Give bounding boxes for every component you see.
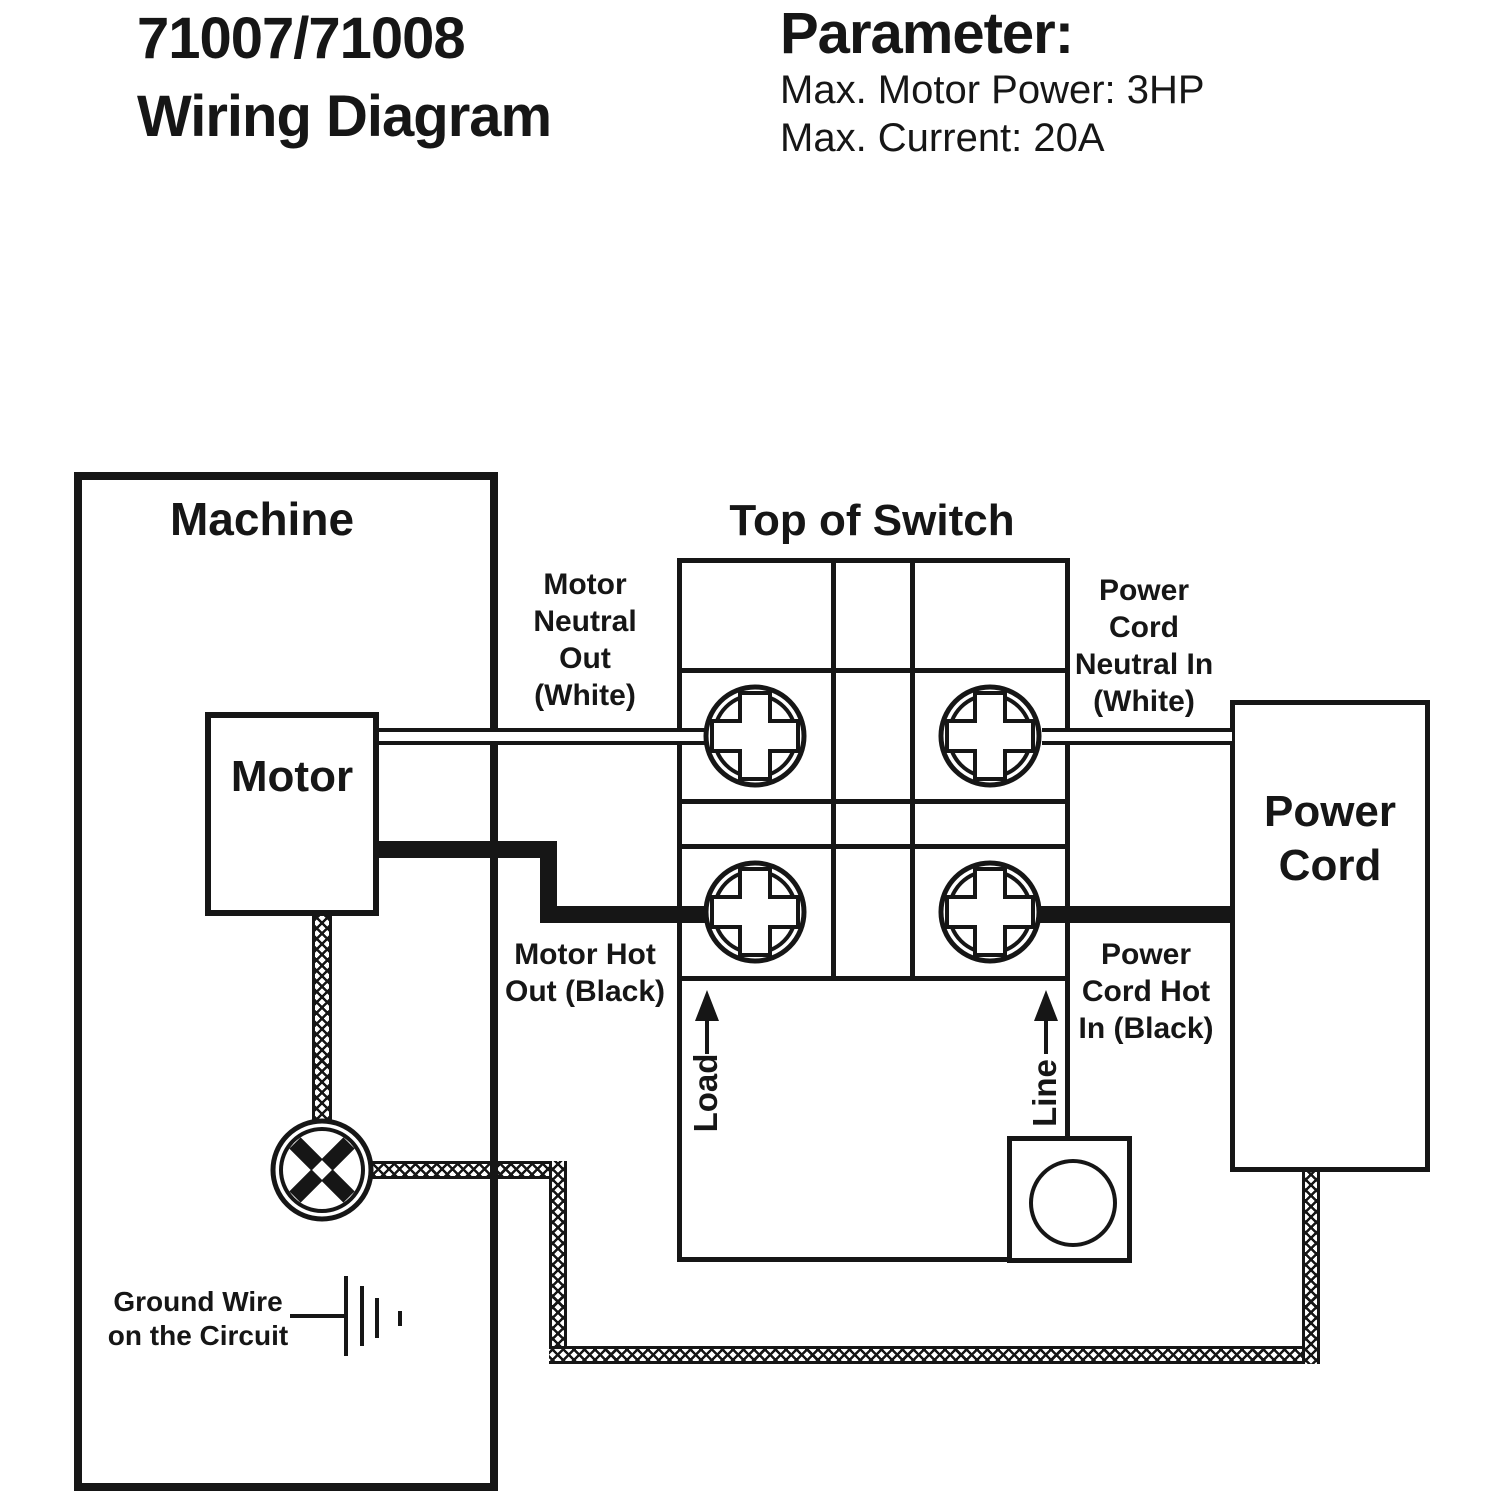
machine-box — [74, 472, 498, 1491]
power-cord-hot-in-label: Power Cord Hot In (Black) — [1078, 938, 1214, 1045]
ground-connection-icon — [270, 1118, 374, 1222]
load-arrow-icon — [695, 990, 719, 1021]
motor-neutral-wire — [379, 728, 705, 745]
motor-neutral-out-label: Motor Neutral Out (White) — [533, 568, 637, 712]
line-arrow-icon — [1034, 990, 1058, 1021]
braided-wire-ground-horizontal — [370, 1161, 567, 1179]
ground-wire-label-line1: Ground Wire — [113, 1286, 283, 1317]
switch-divider-row4 — [677, 976, 1070, 981]
motor-hot-out-label: Motor Hot Out (Black) — [504, 938, 666, 1008]
parameter-max-current: Max. Current: 20A — [780, 116, 1105, 160]
power-cord-neutral-in-label: Power Cord Neutral In (White) — [1074, 574, 1214, 718]
load-arrow-shaft — [705, 1016, 709, 1054]
braided-wire-ground-down — [549, 1161, 567, 1364]
braided-wire-to-power-cord — [1302, 1171, 1320, 1364]
terminal-screw-top-left-icon — [703, 684, 807, 788]
line-arrow-shaft — [1044, 1016, 1048, 1054]
power-cord-label-line2: Cord — [1278, 841, 1382, 890]
power-cord-label-line1: Power — [1263, 787, 1397, 836]
motor-hot-wire-segment-1 — [379, 841, 557, 858]
terminal-screw-bottom-right-icon — [938, 860, 1042, 964]
terminal-screw-bottom-left-icon — [703, 860, 807, 964]
motor-hot-wire-segment-3 — [540, 906, 707, 923]
switch-button-circle-icon — [1029, 1159, 1117, 1247]
power-cord-box — [1230, 700, 1430, 1172]
braided-wire-ground-bottom — [549, 1346, 1320, 1364]
switch-divider-vertical-left — [831, 558, 836, 981]
parameter-max-motor-power: Max. Motor Power: 3HP — [780, 68, 1205, 112]
page-title: 71007/71008 Wiring Diagram — [137, 0, 552, 155]
switch-divider-row1 — [677, 668, 1070, 673]
page-title-line1: 71007/71008 — [137, 6, 466, 71]
parameter-heading: Parameter: — [780, 1, 1074, 66]
machine-label: Machine — [169, 493, 355, 545]
switch-divider-row3 — [677, 844, 1070, 849]
motor-label: Motor — [230, 752, 354, 801]
power-cord-hot-wire — [1038, 906, 1232, 923]
motor-box — [205, 712, 379, 916]
motor-hot-wire-segment-2 — [540, 841, 557, 923]
page-title-line2: Wiring Diagram — [137, 83, 552, 149]
ground-wire-label: Ground Wire on the Circuit — [108, 1285, 288, 1353]
switch-divider-vertical-right — [910, 558, 915, 981]
power-cord-neutral-wire — [1042, 728, 1232, 745]
braided-wire-motor-to-ground — [312, 914, 332, 1122]
switch-title: Top of Switch — [729, 496, 1015, 545]
switch-divider-row2 — [677, 799, 1070, 804]
terminal-screw-top-right-icon — [938, 684, 1042, 788]
ground-wire-label-line2: on the Circuit — [107, 1320, 289, 1351]
power-cord-label: Power Cord — [1264, 785, 1396, 893]
